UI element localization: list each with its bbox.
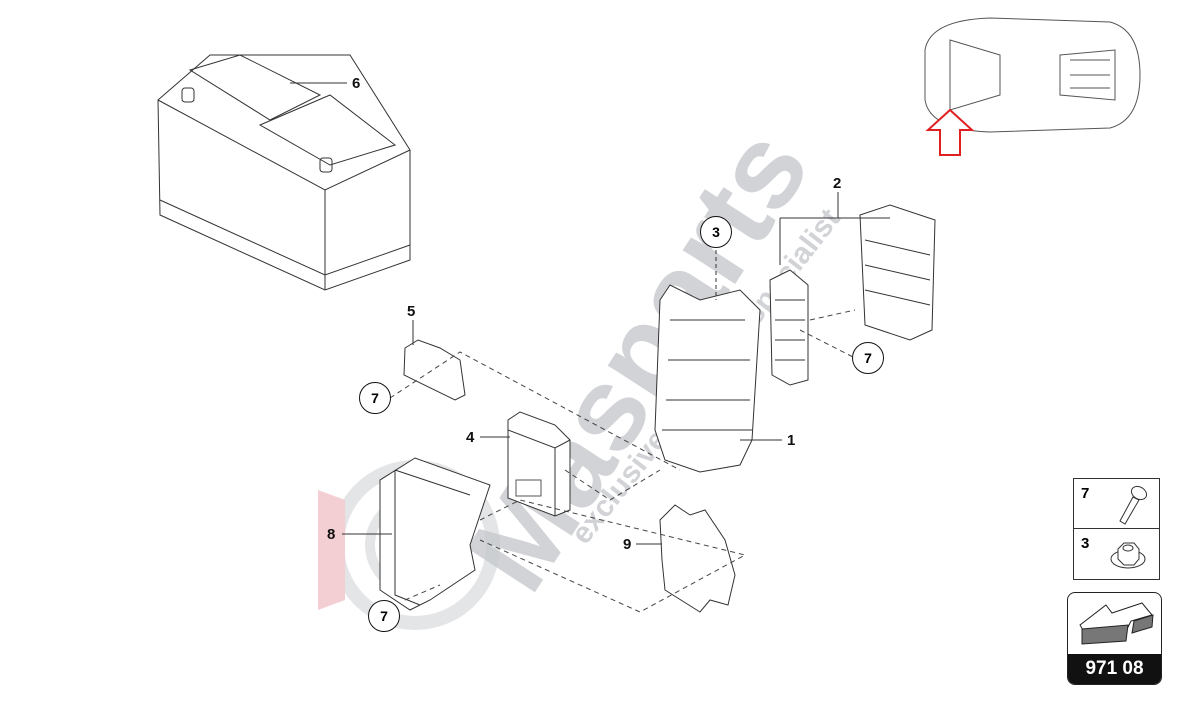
callout-7-circle: 7	[852, 342, 884, 374]
direction-arrow-icon	[1079, 602, 1154, 645]
callout-2: 2	[833, 175, 842, 192]
hardware-item-screw: 7	[1074, 479, 1159, 529]
hardware-number: 3	[1081, 535, 1090, 552]
battery-part-6	[157, 54, 411, 291]
section-code-badge: 971 08	[1067, 592, 1162, 685]
section-code: 971 08	[1068, 654, 1161, 684]
callout-4: 4	[466, 429, 475, 446]
control-unit-part-4	[480, 411, 571, 517]
callout-7-circle: 7	[368, 600, 400, 632]
callout-6: 6	[352, 75, 361, 92]
hardware-item-nut: 3	[1074, 529, 1159, 579]
hardware-number: 7	[1081, 485, 1090, 502]
bracket-part-5	[403, 320, 466, 401]
cover-part-8	[342, 457, 491, 611]
fuse-carrier-part-1	[654, 250, 782, 473]
callout-5: 5	[407, 303, 416, 320]
fuse-box-part-2	[769, 192, 936, 386]
car-locator-topview	[924, 17, 1141, 133]
flange-nut-icon	[1110, 542, 1146, 569]
callout-8: 8	[327, 526, 336, 543]
callout-7-circle: 7	[359, 382, 391, 414]
callout-3-circle: 3	[700, 216, 732, 248]
gasket-part-9	[636, 504, 736, 613]
callout-1: 1	[787, 432, 796, 449]
callout-9: 9	[623, 536, 632, 553]
screw-icon	[1119, 485, 1148, 525]
hardware-legend: 7 3	[1073, 478, 1160, 580]
locator-arrow-icon	[925, 108, 975, 156]
